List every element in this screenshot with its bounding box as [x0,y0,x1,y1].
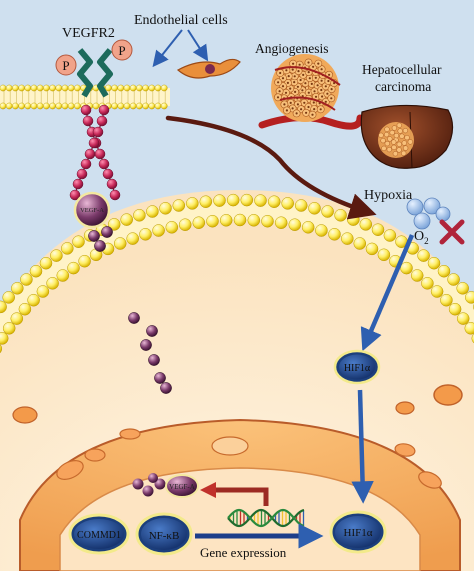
hcc-label-line1: Hepatocellular [362,62,442,77]
svg-text:COMMD1: COMMD1 [77,530,121,541]
phospho-site-right: P [111,39,133,61]
vegfa-nuclear: VEGF-A [132,473,199,498]
hcc-label-line2: carcinoma [375,79,431,94]
endothelial-cells-label: Endothelial cells [134,13,228,28]
hif1a-nuclear: HIF1α [329,510,387,554]
endothelial-membrane-bilayer [0,84,170,110]
hypoxia-to-hif1a-arrow [360,234,415,352]
endothelial-cell-icon [176,58,241,79]
no-oxygen-x-icon [439,219,465,245]
svg-text:HIF1α: HIF1α [344,363,371,374]
svg-text:HIF1α: HIF1α [344,527,373,539]
gene-to-vegfa-arrow [200,482,269,506]
angiogenesis-tumor-icon [258,54,364,130]
vegfr2-ig-domains [69,104,121,201]
endothelial-label-arrows [152,29,209,68]
commd1-protein: COMMD1 [68,513,130,555]
vegfr2-receptor: P P VEGF-A [55,39,133,229]
hif1a-cytoplasmic: HIF1α [333,349,381,385]
receptor-to-hypoxia-arrow [165,115,377,220]
nuclear-organelles [56,428,442,489]
nfkb-protein: NF-κB [135,512,193,556]
phospho-site-left: P [55,54,77,76]
svg-text:NF-κB: NF-κB [149,530,180,542]
angiogenesis-label: Angiogenesis [255,41,329,56]
dna-gene-icon [227,508,305,528]
secreted-vegfa-particles [88,226,172,394]
liver-hcc-icon [360,104,454,169]
svg-text:VEGF-A: VEGF-A [169,483,195,491]
hypoxia-label: Hypoxia [364,188,413,203]
vegfr2-label: VEGFR2 [62,26,115,41]
oxygen-molecules [406,197,451,230]
gene-expression-label: Gene expression [200,545,287,560]
vegfr2-transmembrane-domain [77,48,113,98]
svg-text:P: P [62,58,69,73]
oxygen-label: O2 [414,229,429,246]
cell-membrane-bilayer [0,193,474,354]
svg-text:VEGF-A: VEGF-A [80,207,104,214]
svg-text:P: P [118,43,125,58]
cytoplasm-organelles [12,384,463,424]
hif1a-nuclear-translocation-arrow [351,389,374,504]
vegfa-bound-ligand: VEGF-A [73,191,111,229]
